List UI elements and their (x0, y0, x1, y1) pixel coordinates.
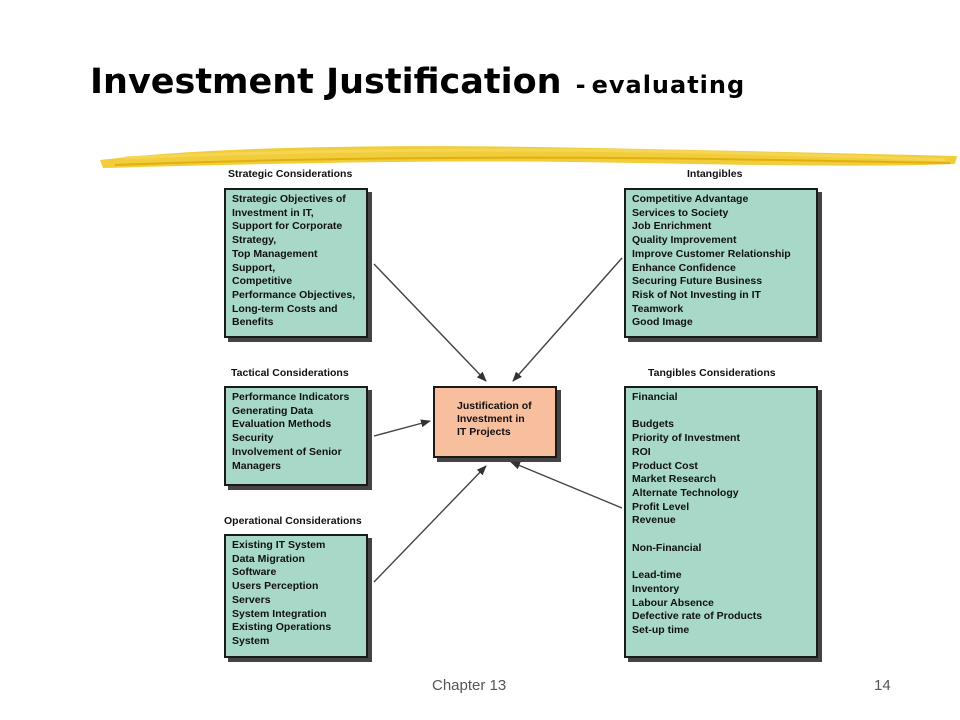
strategic-heading: Strategic Considerations (228, 168, 353, 180)
yellow-brush-stroke (100, 146, 957, 168)
slide-title: Investment Justification-evaluating (90, 62, 745, 102)
box-line: Strategic Objectives of (232, 193, 346, 205)
box-line: Alternate Technology (632, 486, 739, 499)
box-line: Existing Operations (232, 621, 332, 634)
strategic-box: Strategic Objectives of Investment in IT… (224, 188, 368, 338)
center-line: Investment in (457, 413, 525, 425)
box-line: Budgets (632, 418, 674, 431)
arrow-strategic (373, 263, 487, 382)
box-line: Improve Customer Relationship (632, 247, 791, 260)
box-line: Quality Improvement (632, 234, 737, 247)
box-line: Performance Indicators (232, 391, 350, 403)
box-line: ROI (632, 445, 651, 458)
arrow-tactical (373, 419, 431, 437)
box-line: Data Migration (232, 552, 305, 565)
arrow-operational (373, 465, 487, 583)
arrow-tangibles (510, 461, 623, 509)
box-line: Inventory (632, 582, 680, 595)
box-line: Support for Corporate (232, 220, 343, 233)
box-line: Investment in IT, (232, 206, 314, 219)
box-line: Servers (232, 593, 271, 606)
intangibles-box: Competitive Advantage Services to Societ… (624, 188, 818, 338)
footer-chapter: Chapter 13 (432, 677, 507, 694)
box-line: Job Enrichment (632, 220, 712, 233)
center-line: Justification of (457, 400, 532, 412)
center-line: IT Projects (457, 426, 511, 438)
box-line: Market Research (632, 473, 717, 486)
box-line: System Integration (232, 607, 327, 620)
tangibles-box: Financial Budgets Priority of Investment… (624, 386, 818, 658)
intangibles-heading: Intangibles (687, 168, 743, 180)
box-line: Strategy, (232, 234, 277, 247)
title-main: Investment Justification (90, 62, 562, 102)
title-subtitle: evaluating (591, 71, 746, 99)
box-line: Good Image (632, 316, 693, 329)
box-line: Teamwork (632, 302, 684, 315)
box-line: Financial (632, 391, 678, 403)
page-number: 14 (874, 677, 891, 694)
box-line: Benefits (232, 316, 274, 329)
box-line: Services to Society (632, 206, 729, 219)
box-line: Involvement of Senior (232, 445, 342, 458)
operational-heading: Operational Considerations (224, 515, 362, 527)
box-line: Users Perception (232, 580, 319, 593)
box-line: Set-up time (632, 623, 690, 636)
title-separator: - (575, 71, 586, 99)
box-line: Software (232, 566, 277, 579)
box-line: Long-term Costs and (232, 302, 338, 315)
box-line: Evaluation Methods (232, 418, 332, 431)
box-line: Top Management (232, 247, 318, 260)
box-line: Lead-time (632, 569, 682, 582)
box-line: Generating Data (232, 404, 314, 417)
box-line: Profit Level (632, 500, 690, 513)
tangibles-heading: Tangibles Considerations (648, 367, 776, 379)
box-line: Defective rate of Products (632, 610, 763, 623)
box-line: Securing Future Business (632, 275, 763, 288)
box-line: Revenue (632, 514, 676, 527)
box-line: Product Cost (632, 459, 698, 472)
box-line: Support, (232, 261, 276, 274)
operational-box: Existing IT System Data Migration Softwa… (224, 534, 368, 658)
tactical-box: Performance Indicators Generating Data E… (224, 386, 368, 486)
box-line: Enhance Confidence (632, 261, 736, 274)
arrow-intangibles (512, 257, 623, 382)
box-line: Security (232, 432, 274, 445)
box-line: Competitive Advantage (632, 193, 749, 205)
box-line: Priority of Investment (632, 432, 740, 445)
box-line: System (232, 634, 270, 647)
box-line: Risk of Not Investing in IT (632, 288, 761, 301)
justification-box: Justification of Investment in IT Projec… (433, 386, 557, 458)
box-line: Competitive (232, 275, 293, 288)
box-line: Labour Absence (632, 596, 714, 609)
box-line: Performance Objectives, (232, 288, 356, 301)
box-line: Managers (232, 459, 282, 472)
box-line: Non-Financial (632, 541, 702, 554)
tactical-heading: Tactical Considerations (231, 367, 349, 379)
box-line: Existing IT System (232, 539, 326, 551)
